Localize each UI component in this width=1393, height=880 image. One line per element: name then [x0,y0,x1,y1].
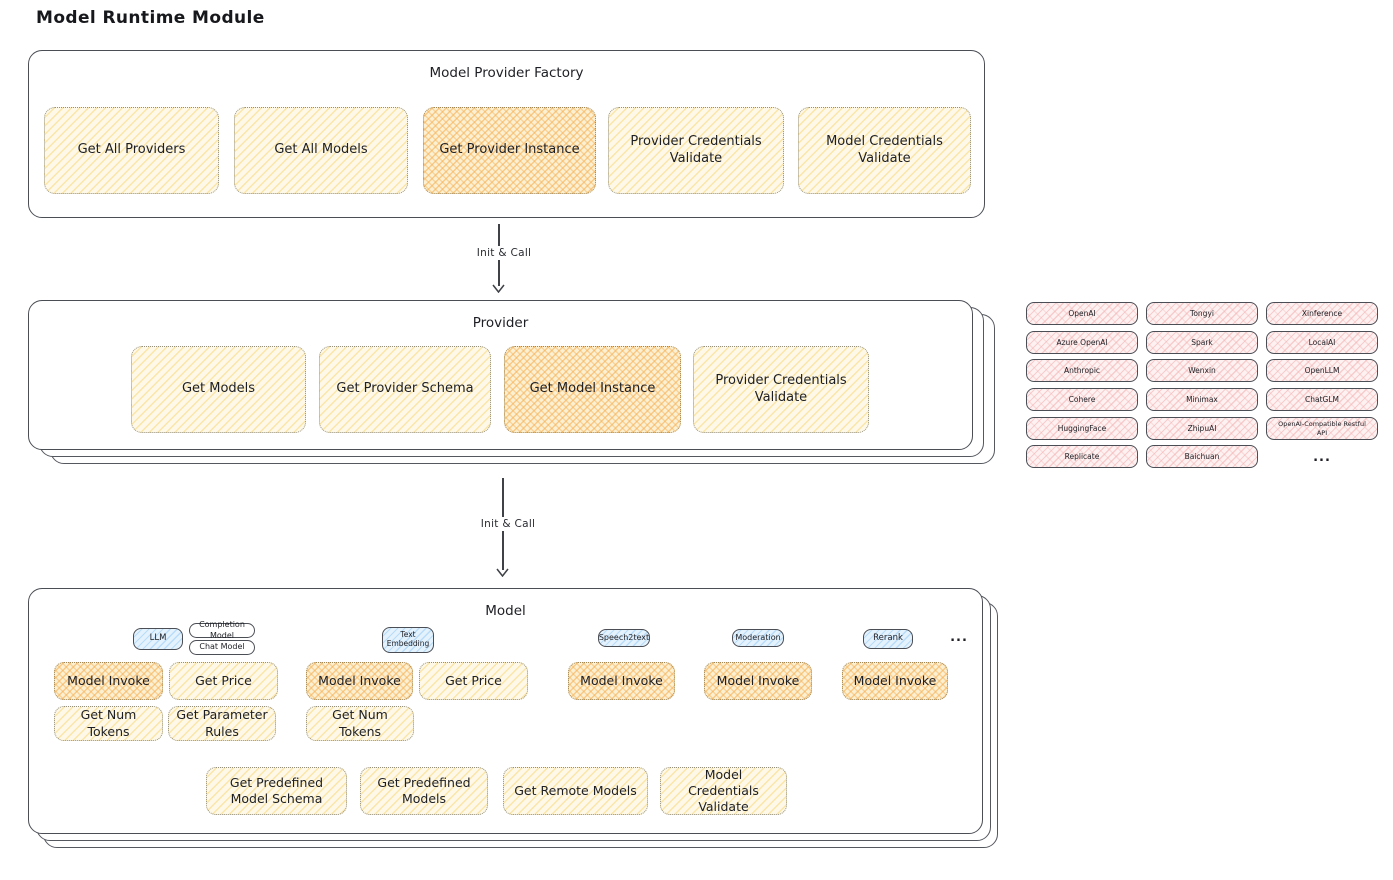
node-provider-credentials-validate: Provider Credentials Validate [693,346,869,433]
tab-moderation: Moderation [732,629,784,647]
more-model-types-ellipsis: ... [950,629,968,645]
provider-chip-chatglm: ChatGLM [1266,388,1378,411]
node-get-all-models: Get All Models [234,107,408,194]
tab-chat-model: Chat Model [189,640,255,655]
init-call-label-2: Init & Call [470,517,546,531]
node-get-predefined-model-schema: Get Predefined Model Schema [206,767,347,815]
node-get-model-instance: Get Model Instance [504,346,681,433]
tab-completion-model: Completion Model [189,620,255,640]
node-model-invoke-text-embedding: Model Invoke [306,662,413,700]
node-model-invoke-speech2text: Model Invoke [568,662,675,700]
node-get-parameter-rules: Get Parameter Rules [168,706,276,741]
provider-chip-baichuan: Baichuan [1146,445,1258,468]
node-get-models: Get Models [131,346,306,433]
node-get-predefined-models: Get Predefined Models [360,767,488,815]
node-model-credentials-validate: Model Credentials Validate [660,767,787,815]
model-title: Model [485,603,526,619]
tab-rerank: Rerank [863,629,913,649]
node-model-invoke-moderation: Model Invoke [704,662,812,700]
node-get-price-text-embedding: Get Price [419,662,528,700]
node-get-num-tokens-llm: Get Num Tokens [54,706,163,741]
provider-chip-azure-openai: Azure OpenAI [1026,331,1138,354]
provider-chip-openai-compatible-restful-api: OpenAI-Compatible Restful API [1266,417,1378,440]
init-call-label-1: Init & Call [466,246,542,260]
node-model-credentials-validate-factory: Model Credentials Validate [798,107,971,194]
node-get-provider-instance: Get Provider Instance [423,107,596,194]
tab-llm: LLM [133,628,183,650]
provider-chip-zhipuai: ZhipuAI [1146,417,1258,440]
tab-text-embedding: Text Embedding [382,627,434,653]
provider-chip-huggingface: HuggingFace [1026,417,1138,440]
provider-chip-cohere: Cohere [1026,388,1138,411]
node-get-num-tokens-text-embedding: Get Num Tokens [306,706,414,741]
provider-chip-openllm: OpenLLM [1266,359,1378,382]
node-model-invoke-rerank: Model Invoke [842,662,948,700]
node-get-remote-models: Get Remote Models [503,767,648,815]
provider-chip-openai: OpenAI [1026,302,1138,325]
provider-title: Provider [472,315,529,331]
provider-chip-localai: LocalAI [1266,331,1378,354]
factory-container: Model Provider Factory Get All Providers… [28,50,985,218]
node-model-invoke-llm: Model Invoke [54,662,163,700]
provider-chip-minimax: Minimax [1146,388,1258,411]
node-provider-credentials-validate-factory: Provider Credentials Validate [608,107,784,194]
provider-chip-spark: Spark [1146,331,1258,354]
node-get-provider-schema: Get Provider Schema [319,346,491,433]
provider-chip-anthropic: Anthropic [1026,359,1138,382]
diagram-title: Model Runtime Module [36,8,265,28]
factory-title: Model Provider Factory [429,65,584,81]
node-get-price-llm: Get Price [169,662,278,700]
arrowhead-icon-1 [492,284,505,293]
provider-chip-wenxin: Wenxin [1146,359,1258,382]
provider-container: Provider Get Models Get Provider Schema … [28,300,973,450]
arrowhead-icon-2 [496,568,509,577]
provider-chip-tongyi: Tongyi [1146,302,1258,325]
tab-speech2text: Speech2text [598,629,650,647]
provider-chip-replicate: Replicate [1026,445,1138,468]
provider-chip-xinference: Xinference [1266,302,1378,325]
node-get-all-providers: Get All Providers [44,107,219,194]
more-providers-ellipsis: ... [1313,449,1331,465]
model-container: Model LLM Completion Model Chat Model Te… [28,588,983,834]
